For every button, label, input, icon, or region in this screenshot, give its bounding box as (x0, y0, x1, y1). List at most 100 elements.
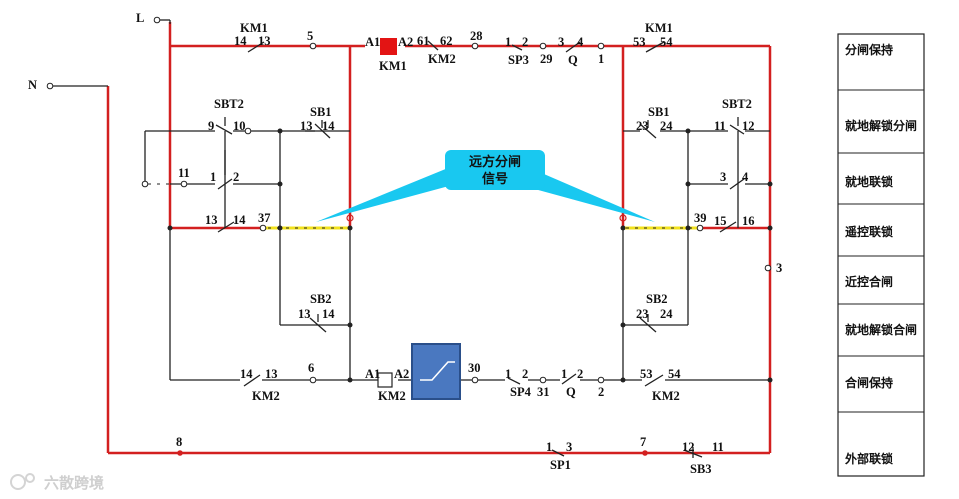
function-legend-table: 分闸保持 就地解锁分闸 就地联锁 遥控联锁 近控合闸 就地解锁合闸 合闸保持 外… (837, 33, 925, 477)
black-wires (52, 19, 770, 381)
top-q-a: 3 (558, 35, 564, 49)
node-28-label: 28 (470, 29, 483, 43)
left-sw-b: 2 (233, 170, 239, 184)
km1-coil-a2: A2 (398, 35, 413, 49)
node-1-label: 1 (598, 52, 604, 66)
top-km1-name: KM1 (240, 21, 268, 35)
relay-contact-icon (420, 361, 455, 381)
km2-coil-box (377, 372, 393, 388)
bottom-km2r-b: 54 (668, 367, 681, 381)
right-sbt2-a: 11 (714, 119, 726, 133)
legend-item: 近控合闸 (845, 274, 893, 289)
top-km1r-name: KM1 (645, 21, 673, 35)
legend-item: 就地解锁分闸 (845, 118, 917, 133)
right-sb1-b: 24 (660, 119, 673, 133)
legend-item: 就地联锁 (845, 174, 893, 189)
contact-symbols (215, 40, 745, 458)
right-sb2-name: SB2 (646, 292, 668, 306)
right-c15: 15 (714, 214, 727, 228)
bottom-km2r-name: KM2 (652, 389, 680, 403)
node-39-label: 39 (694, 211, 707, 225)
sp1-b: 3 (566, 440, 572, 454)
top-km2-b: 62 (440, 34, 453, 48)
bottom-q-a: 1 (561, 367, 567, 381)
sp3-a: 1 (505, 35, 511, 49)
red-wires (106, 22, 772, 455)
right-c16: 16 (742, 214, 755, 228)
bottom-km2-b: 13 (265, 367, 278, 381)
sp1-name: SP1 (550, 458, 571, 472)
left-sw-a: 1 (210, 170, 216, 184)
circuit-labels: L N KM1 14 13 5 A1 A2 KM1 61 62 KM2 28 1… (28, 11, 782, 476)
right-sb1-a: 23 (636, 119, 649, 133)
remote-trip-callout (445, 150, 545, 190)
sb3-a: 12 (682, 440, 695, 454)
bottom-km2-name: KM2 (252, 389, 280, 403)
km1-coil-block (380, 38, 397, 55)
terminal-l-label: L (136, 11, 144, 25)
node-29-label: 29 (540, 52, 553, 66)
legend-item: 合闸保持 (845, 375, 893, 390)
right-sbt2-name: SBT2 (722, 97, 752, 111)
left-sbt2-a: 9 (208, 119, 214, 133)
left-sbt2-name: SBT2 (214, 97, 244, 111)
left-sb2-b: 14 (322, 307, 335, 321)
terminal-n-label: N (28, 78, 37, 92)
node-30-label: 30 (468, 361, 481, 375)
km2-coil-a2: A2 (394, 367, 409, 381)
dotted-overlay (148, 183, 698, 229)
top-km2-a: 61 (417, 34, 430, 48)
callout-line1: 远方分闸 (469, 154, 521, 170)
callout-pointer-right (520, 168, 655, 222)
node-31-label: 31 (537, 385, 550, 399)
node-5-label: 5 (307, 29, 313, 43)
top-km2-name: KM2 (428, 52, 456, 66)
watermark: 六散跨境 (10, 473, 104, 492)
legend-item: 外部联锁 (845, 451, 893, 466)
top-km1r-a: 53 (633, 35, 646, 49)
sb3-name: SB3 (690, 462, 712, 476)
km2-coil-name: KM2 (378, 389, 406, 403)
relay-block (411, 343, 461, 400)
sp4-b: 2 (522, 367, 528, 381)
left-c14: 14 (233, 213, 246, 227)
red-junction-circles (177, 450, 648, 456)
km1-coil-a1: A1 (365, 35, 380, 49)
legend-item: 遥控联锁 (845, 224, 893, 239)
legend-item: 分闸保持 (845, 42, 893, 57)
node-3-label: 3 (776, 261, 782, 275)
red-open-circles (346, 214, 627, 222)
junction-dots (167, 128, 773, 383)
bottom-km2-a: 14 (240, 367, 253, 381)
sp3-b: 2 (522, 35, 528, 49)
sp4-name: SP4 (510, 385, 532, 399)
right-sw-b: 4 (742, 170, 749, 184)
right-sw-a: 3 (720, 170, 726, 184)
watermark-logo-icon (10, 474, 26, 490)
callout-pointer-left (316, 168, 460, 222)
left-sb1-b: 14 (322, 119, 335, 133)
bottom-q-name: Q (566, 385, 576, 399)
sb3-b: 11 (712, 440, 724, 454)
legend-item: 就地解锁合闸 (845, 322, 917, 337)
node-6-label: 6 (308, 361, 314, 375)
top-q-name: Q (568, 53, 578, 67)
callout-line2: 信号 (482, 171, 508, 187)
sp4-a: 1 (505, 367, 511, 381)
right-sb1-name: SB1 (648, 105, 670, 119)
left-sb2-a: 13 (298, 307, 311, 321)
watermark-text: 六散跨境 (44, 474, 104, 492)
km2-coil-a1: A1 (365, 367, 380, 381)
terminal-circles (46, 16, 772, 384)
km1-coil-name: KM1 (379, 59, 407, 73)
left-sb1-a: 13 (300, 119, 313, 133)
bottom-km2r-a: 53 (640, 367, 653, 381)
bottom-q-b: 2 (577, 367, 583, 381)
left-sb2-name: SB2 (310, 292, 332, 306)
sp3-name: SP3 (508, 53, 529, 67)
top-q-b: 4 (577, 35, 584, 49)
right-sbt2-b: 12 (742, 119, 755, 133)
top-km1r-b: 54 (660, 35, 673, 49)
top-km1-b: 13 (258, 34, 271, 48)
